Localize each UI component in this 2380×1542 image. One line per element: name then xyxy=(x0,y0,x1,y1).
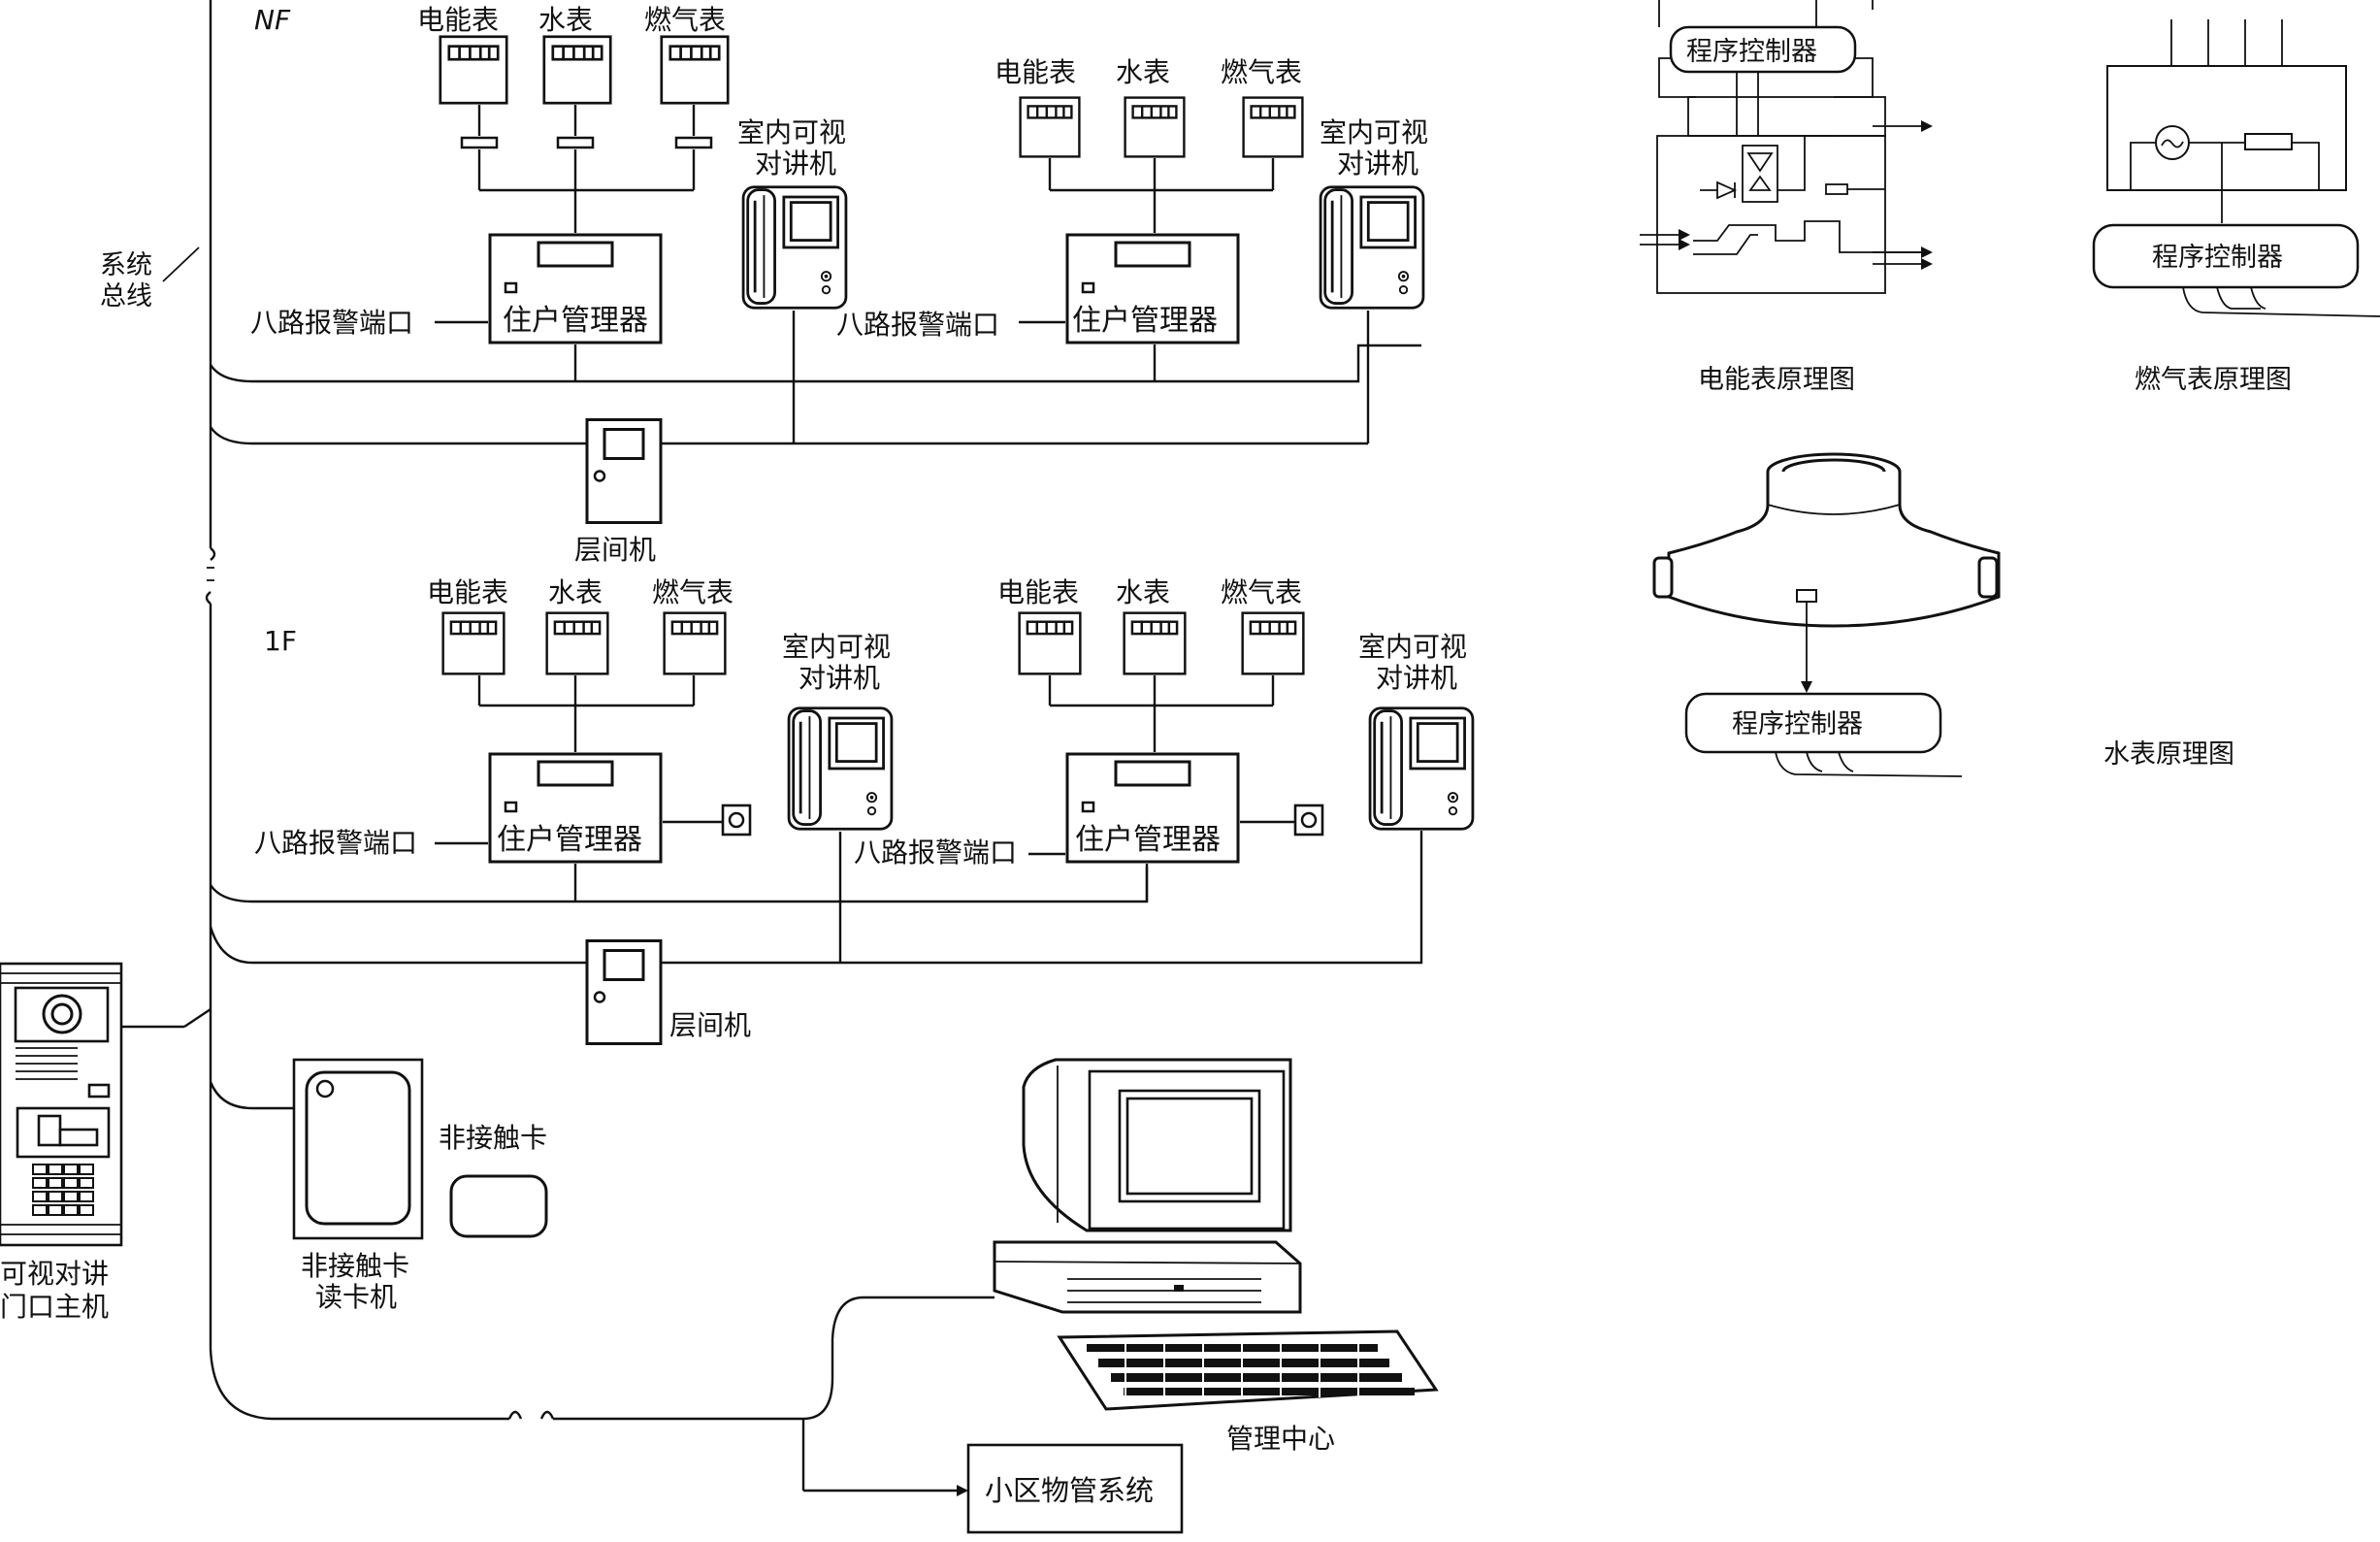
intercom-label: 室内可视 xyxy=(737,116,846,148)
electric-meter-schematic xyxy=(1640,0,1933,294)
indoor-video-intercom-icon xyxy=(787,706,894,831)
water-meter-label: 水表 xyxy=(1116,56,1170,88)
gas-meter-schematic xyxy=(2092,19,2380,317)
indoor-video-intercom-icon xyxy=(741,185,848,310)
floor-unit-label: 层间机 xyxy=(574,534,656,566)
intercom-label: 对讲机 xyxy=(1337,148,1418,180)
indoor-video-intercom-icon xyxy=(1319,185,1425,310)
gas-meter-label: 燃气表 xyxy=(1221,56,1302,88)
card-reader-icon xyxy=(209,1058,424,1240)
intercom-label: 对讲机 xyxy=(1376,662,1457,694)
floor-label-nf: NF xyxy=(254,4,291,36)
water-meter-label: 水表 xyxy=(538,4,593,36)
floor-unit-label: 层间机 xyxy=(669,1009,751,1041)
electric-meter-label: 电能表 xyxy=(994,56,1076,88)
gas-meter-schematic-title: 燃气表原理图 xyxy=(2135,365,2292,395)
gas-meter-icon xyxy=(660,35,730,105)
intercom-label: 对讲机 xyxy=(799,662,880,694)
resident-manager-label: 住户管理器 xyxy=(497,823,642,857)
floor-label-1f: 1F xyxy=(264,625,297,657)
door-station-label: 可视对讲 xyxy=(0,1258,109,1290)
floor-1f xyxy=(209,611,1475,1046)
program-controller-label: 程序控制器 xyxy=(1732,709,1863,739)
water-meter-schematic xyxy=(1652,452,2001,777)
electric-meter-icon xyxy=(1019,96,1081,158)
water-meter-icon xyxy=(1124,96,1186,158)
resident-manager-label: 住户管理器 xyxy=(1072,304,1218,338)
gas-meter-label: 燃气表 xyxy=(652,576,734,608)
resident-manager-label: 住户管理器 xyxy=(503,304,648,338)
water-meter-label: 水表 xyxy=(548,576,603,608)
contactless-card-icon xyxy=(449,1174,548,1238)
labels: NF 1F 系统 总线 电能表 水表 燃气表 室内可视 对讲机 住户管理器 八路… xyxy=(0,4,2292,1507)
gas-meter-icon xyxy=(1242,96,1304,158)
electric-meter-label: 电能表 xyxy=(427,576,508,608)
program-controller-label: 程序控制器 xyxy=(2152,243,2283,273)
water-meter-icon xyxy=(545,611,609,675)
water-meter-icon xyxy=(542,35,612,105)
gas-meter-label: 燃气表 xyxy=(1221,576,1302,608)
electric-meter-label: 电能表 xyxy=(417,4,499,36)
property-system-box xyxy=(966,1443,1184,1534)
door-station-label: 门口主机 xyxy=(0,1291,109,1323)
water-meter-label: 水表 xyxy=(1116,576,1170,608)
intercom-label: 对讲机 xyxy=(755,148,836,180)
system-bus xyxy=(162,0,803,1421)
property-system-label: 小区物管系统 xyxy=(985,1474,1154,1507)
floor-nf xyxy=(209,35,1425,525)
card-reader-label: 读卡机 xyxy=(315,1281,397,1313)
water-meter-icon xyxy=(1123,611,1187,675)
alarm-port-label: 八路报警端口 xyxy=(854,837,1017,869)
floor-unit-icon xyxy=(585,938,663,1046)
contactless-card-label: 非接触卡 xyxy=(439,1122,547,1154)
program-controller-label: 程序控制器 xyxy=(1686,37,1817,67)
gas-meter-icon xyxy=(663,611,727,675)
floor-unit-icon xyxy=(585,417,663,525)
indoor-video-intercom-icon xyxy=(1368,706,1475,831)
alarm-port-label: 八路报警端口 xyxy=(254,827,417,859)
door-station-icon xyxy=(0,962,212,1247)
electric-meter-icon xyxy=(441,611,505,675)
electric-meter-label: 电能表 xyxy=(997,576,1079,608)
gas-meter-label: 燃气表 xyxy=(644,4,726,36)
system-bus-label: 系统 xyxy=(100,250,152,280)
electric-meter-icon xyxy=(1018,611,1082,675)
water-meter-schematic-title: 水表原理图 xyxy=(2103,739,2234,770)
resident-manager-label: 住户管理器 xyxy=(1075,823,1221,857)
intercom-label: 室内可视 xyxy=(782,631,891,663)
alarm-port-label: 八路报警端口 xyxy=(836,309,999,341)
intercom-label: 室内可视 xyxy=(1320,116,1428,148)
intercom-label: 室内可视 xyxy=(1358,631,1467,663)
system-bus-label: 总线 xyxy=(100,281,152,312)
electric-meter-schematic-title: 电能表原理图 xyxy=(1698,365,1855,395)
electric-meter-icon xyxy=(439,35,508,105)
management-center-label: 管理中心 xyxy=(1226,1423,1335,1455)
management-computer-icon xyxy=(801,1058,1439,1496)
card-reader-label: 非接触卡 xyxy=(301,1250,409,1282)
gas-meter-icon xyxy=(1241,611,1305,675)
alarm-port-label: 八路报警端口 xyxy=(250,307,413,339)
